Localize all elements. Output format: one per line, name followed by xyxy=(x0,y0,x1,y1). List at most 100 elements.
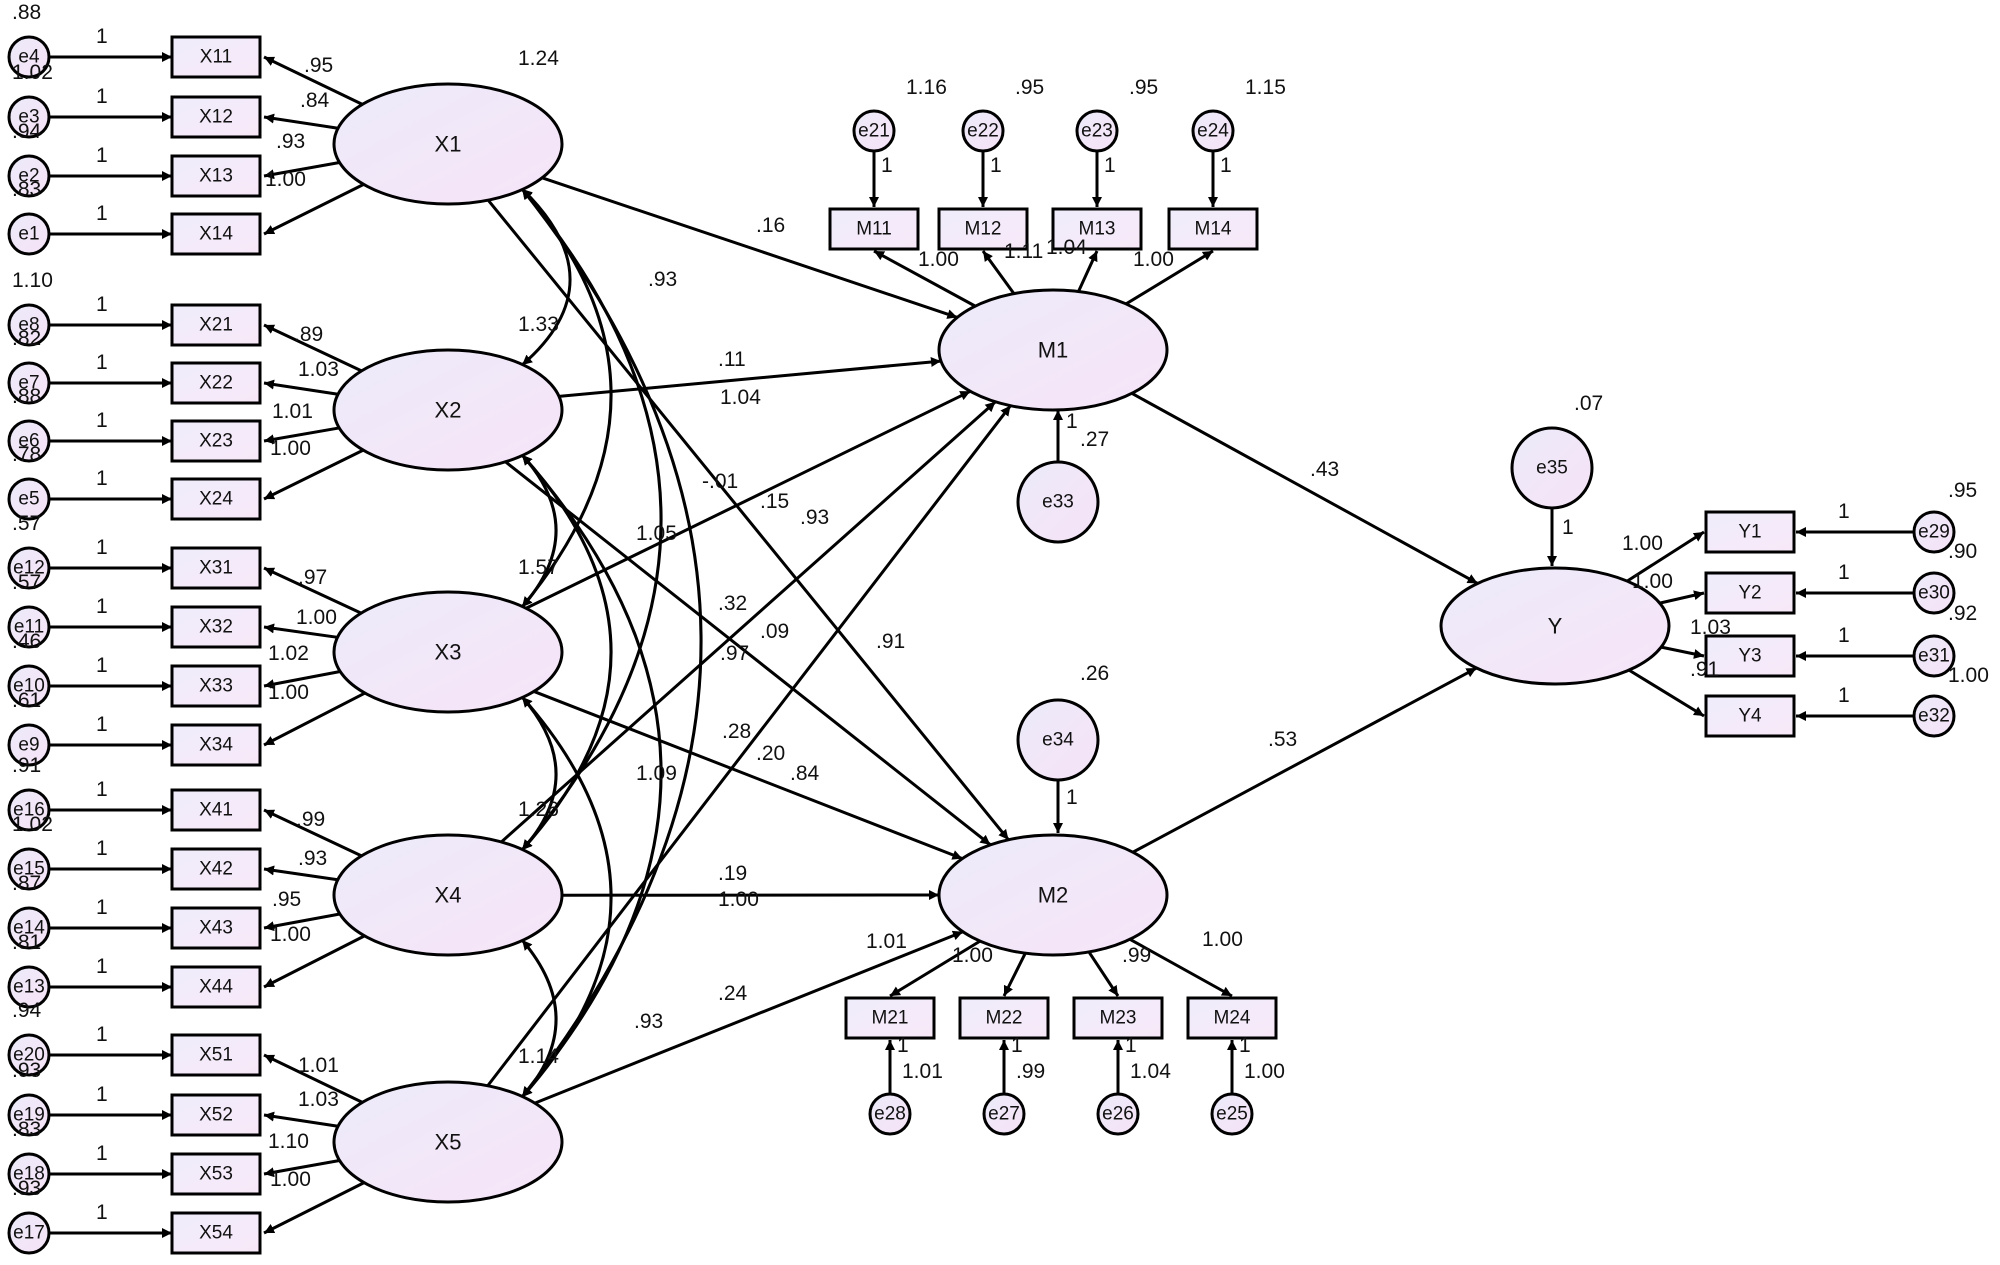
fixed-weight-label: 1 xyxy=(881,154,893,177)
path-estimate-X5-M1: .28 xyxy=(722,720,751,743)
error-variance-label: 1.02 xyxy=(12,813,53,836)
error-label-e25: e25 xyxy=(1216,1104,1248,1125)
latent-label-X3: X3 xyxy=(435,640,462,665)
error-variance-label: .46 xyxy=(12,630,41,653)
latent-label-X5: X5 xyxy=(435,1130,462,1155)
fixed-weight-label: 1 xyxy=(96,202,108,225)
error-variance-label: .61 xyxy=(12,689,41,712)
loading-label-M22: 1.00 xyxy=(952,944,993,967)
disturbance-variance-label: .27 xyxy=(1080,428,1109,451)
fixed-weight-label: 1 xyxy=(96,536,108,559)
error-label-e1: e1 xyxy=(18,224,39,245)
indicator-label-X22: X22 xyxy=(199,373,233,394)
loading-path-X14 xyxy=(264,184,364,234)
error-label-e26: e26 xyxy=(1102,1104,1134,1125)
path-estimate-X3-M2: .20 xyxy=(756,742,785,765)
disturbance-label-e33: e33 xyxy=(1042,492,1074,513)
covariance-curve-X1-X2 xyxy=(522,189,570,365)
loading-label-X42: .93 xyxy=(298,847,327,870)
error-label-e5: e5 xyxy=(18,489,39,510)
indicator-label-X33: X33 xyxy=(199,676,233,697)
error-variance-label: .83 xyxy=(12,178,41,201)
indicator-label-X51: X51 xyxy=(199,1045,233,1066)
path-estimate-X4-M1: .09 xyxy=(760,620,789,643)
loading-label-X52: 1.03 xyxy=(298,1088,339,1111)
error-variance-label: .57 xyxy=(12,571,41,594)
covariance-label-X3-X5: 1.00 xyxy=(718,888,759,911)
fixed-weight-label: 1 xyxy=(96,778,108,801)
path-estimate-X3-M1: -.01 xyxy=(702,470,738,493)
fixed-weight-label: 1 xyxy=(1125,1034,1137,1057)
error-label-e24: e24 xyxy=(1197,121,1229,142)
loading-label-X31: .97 xyxy=(298,566,327,589)
fixed-weight-label: 1 xyxy=(1104,154,1116,177)
structural-path-X1-M2 xyxy=(488,200,1008,840)
fixed-weight-label: 1 xyxy=(96,1083,108,1106)
fixed-weight-label: 1 xyxy=(1562,516,1574,539)
error-variance-label: .95 xyxy=(1015,76,1044,99)
covariance-label-X2-X3: 1.05 xyxy=(636,522,677,545)
indicator-label-X23: X23 xyxy=(199,431,233,452)
loading-path-X42 xyxy=(264,869,338,880)
covariance-label-X1-X2: .93 xyxy=(648,268,677,291)
indicator-label-X53: X53 xyxy=(199,1164,233,1185)
fixed-weight-label: 1 xyxy=(96,955,108,978)
latent-label-M2: M2 xyxy=(1038,883,1069,908)
error-variance-label: 1.15 xyxy=(1245,76,1286,99)
loading-label-Y3: 1.03 xyxy=(1690,616,1731,639)
fixed-weight-label: 1 xyxy=(1066,786,1078,809)
covariance-label-X3-X4: 1.09 xyxy=(636,762,677,785)
error-variance-label: 1.01 xyxy=(902,1060,943,1083)
error-variance-label: 1.04 xyxy=(1130,1060,1171,1083)
loading-label-Y2: 1.00 xyxy=(1632,570,1673,593)
indicator-label-X34: X34 xyxy=(199,735,233,756)
fixed-weight-label: 1 xyxy=(96,896,108,919)
indicator-label-Y1: Y1 xyxy=(1738,522,1761,543)
error-label-e28: e28 xyxy=(874,1104,906,1125)
fixed-weight-label: 1 xyxy=(1838,500,1850,523)
loading-label-M13: 1.04 xyxy=(1046,236,1087,259)
error-variance-label: .88 xyxy=(12,1,41,24)
loading-label-X54: 1.00 xyxy=(270,1168,311,1191)
fixed-weight-label: 1 xyxy=(96,654,108,677)
error-label-e21: e21 xyxy=(858,121,890,142)
loading-label-M11: 1.00 xyxy=(918,248,959,271)
fixed-weight-label: 1 xyxy=(1838,561,1850,584)
loading-label-X44: 1.00 xyxy=(270,923,311,946)
indicator-label-Y2: Y2 xyxy=(1738,583,1761,604)
fixed-weight-label: 1 xyxy=(96,409,108,432)
fixed-weight-label: 1 xyxy=(1220,154,1232,177)
error-variance-label: 1.00 xyxy=(1244,1060,1285,1083)
indicator-label-Y3: Y3 xyxy=(1738,646,1761,667)
latent-label-X1: X1 xyxy=(435,132,462,157)
error-variance-label: .95 xyxy=(1129,76,1158,99)
loading-label-X33: 1.02 xyxy=(268,642,309,665)
path-estimate-M2-Y: .53 xyxy=(1268,728,1297,751)
fixed-weight-label: 1 xyxy=(1011,1034,1023,1057)
error-label-e17: e17 xyxy=(13,1223,45,1244)
disturbance-label-e35: e35 xyxy=(1536,458,1568,479)
indicator-label-X31: X31 xyxy=(199,558,233,579)
error-variance-label: .99 xyxy=(1016,1060,1045,1083)
error-label-e27: e27 xyxy=(988,1104,1020,1125)
path-estimate-X2-M1: .11 xyxy=(718,348,746,371)
error-label-e29: e29 xyxy=(1918,522,1950,543)
disturbance-variance-label: .07 xyxy=(1574,392,1603,415)
disturbance-label-e34: e34 xyxy=(1042,730,1074,751)
loading-label-X43: .95 xyxy=(272,888,301,911)
indicator-label-X44: X44 xyxy=(199,977,233,998)
loading-label-M23: .99 xyxy=(1122,944,1151,967)
indicator-label-X54: X54 xyxy=(199,1223,233,1244)
structural-path-M1-Y xyxy=(1132,393,1478,583)
latent-variance-label-X3: 1.57 xyxy=(518,556,559,579)
error-label-e32: e32 xyxy=(1918,706,1950,727)
covariance-label-X4-X5: .93 xyxy=(634,1010,663,1033)
fixed-weight-label: 1 xyxy=(990,154,1002,177)
loading-label-X14: 1.00 xyxy=(265,168,306,191)
indicator-label-X32: X32 xyxy=(199,617,233,638)
error-variance-label: .82 xyxy=(12,327,41,350)
error-variance-label: .94 xyxy=(12,999,42,1022)
error-variance-label: 1.10 xyxy=(12,269,53,292)
path-estimate-M1-Y: .43 xyxy=(1310,458,1339,481)
covariance-curve-X3-X4 xyxy=(522,697,556,850)
